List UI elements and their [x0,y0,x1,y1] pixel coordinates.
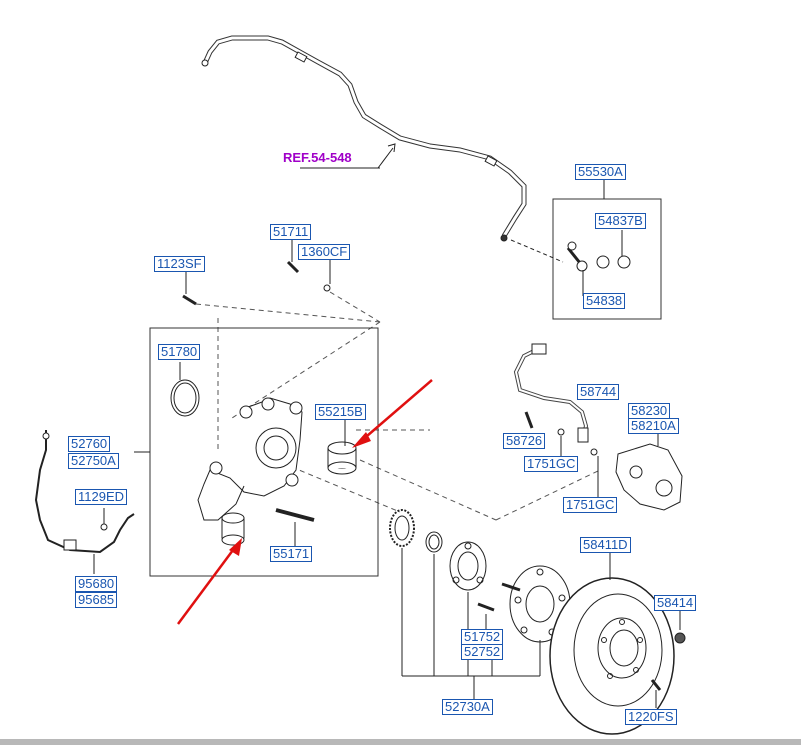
brake-disc-drawing [549,577,675,735]
tone-wheel-drawing [389,509,415,547]
part-label-1123SF[interactable]: 1123SF [154,256,205,272]
part-label-52730A[interactable]: 52730A [442,699,493,715]
part-label-52750A[interactable]: 52750A [68,453,119,469]
part-label-55171[interactable]: 55171 [270,546,313,562]
part-label-1751GC-a[interactable]: 1751GC [524,456,579,472]
part-label-51780[interactable]: 51780 [158,344,201,360]
stabilizer-link-drawing [566,241,631,272]
part-label-58744[interactable]: 58744 [577,384,620,400]
hub-bearing-drawing [449,541,487,591]
part-label-95685[interactable]: 95685 [75,592,118,608]
brake-hose-drawing [513,343,598,456]
part-label-51711[interactable]: 51711 [270,224,312,240]
bolt-1123SF-drawing [182,294,197,306]
part-label-1220FS[interactable]: 1220FS [625,709,677,725]
part-label-55530A[interactable]: 55530A [575,164,626,180]
part-label-1129ED[interactable]: 1129ED [75,489,128,505]
part-label-55215B[interactable]: 55215B [315,404,366,420]
bushing-55215B-drawing [327,441,357,475]
part-label-58411D[interactable]: 58411D [580,537,631,553]
part-label-54838[interactable]: 54838 [583,293,626,309]
part-label-52752[interactable]: 52752 [461,644,504,660]
part-label-1360CF[interactable]: 1360CF [298,244,351,260]
part-label-58210A[interactable]: 58210A [628,418,679,434]
part-label-58414[interactable]: 58414 [654,595,697,611]
bushing-lower-drawing [221,512,245,546]
part-label-1751GC-b[interactable]: 1751GC [563,497,618,513]
bottom-divider [0,739,801,745]
part-label-58230[interactable]: 58230 [628,403,671,419]
highlight-arrows [176,379,433,625]
knuckle-drawing [197,397,303,521]
part-label-95680[interactable]: 95680 [75,576,118,592]
part-label-51752[interactable]: 51752 [461,629,504,645]
part-label-54837B[interactable]: 54837B [595,213,646,229]
ref-link-54-548[interactable]: REF.54-548 [283,150,352,165]
bracket-52730A [401,548,541,700]
stabilizer-bar [201,35,527,242]
caliper-drawing [615,443,683,511]
part-label-58726[interactable]: 58726 [503,433,546,449]
speed-sensor-drawing [34,430,135,554]
part-label-52760[interactable]: 52760 [68,436,111,452]
bolt-51711-drawing [286,260,300,274]
